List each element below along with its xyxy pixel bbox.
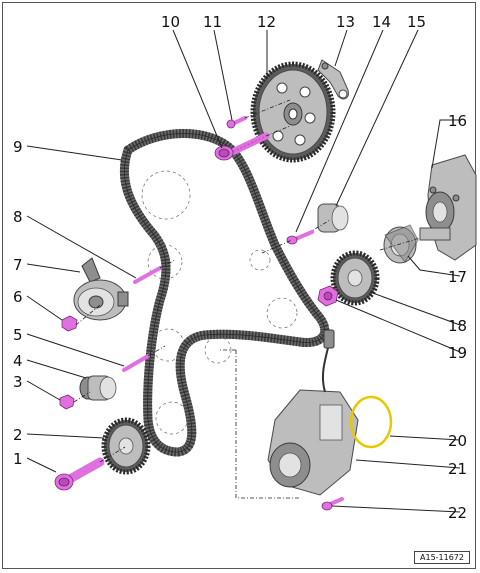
callout-11: 11 bbox=[203, 13, 222, 31]
callout-14: 14 bbox=[372, 13, 391, 31]
sprocket-nut bbox=[317, 285, 339, 307]
callout-9: 9 bbox=[13, 138, 23, 156]
callout-21: 21 bbox=[448, 460, 467, 478]
callout-20: 20 bbox=[448, 432, 467, 450]
callout-8: 8 bbox=[13, 208, 23, 226]
callout-3: 3 bbox=[13, 373, 23, 391]
camshaft-sprocket-bolt bbox=[214, 132, 270, 161]
crankshaft-bolt bbox=[54, 457, 105, 491]
pump-bolt bbox=[321, 497, 344, 511]
callout-12: 12 bbox=[257, 13, 276, 31]
idler-roller bbox=[317, 203, 349, 233]
callout-1: 1 bbox=[13, 450, 23, 468]
leader-lines bbox=[26, 29, 461, 513]
callout-13: 13 bbox=[336, 13, 355, 31]
callout-2: 2 bbox=[13, 426, 23, 444]
belt-pulley-guides bbox=[141, 170, 298, 435]
callout-5: 5 bbox=[13, 326, 23, 344]
o-ring-seal bbox=[349, 395, 393, 449]
tensioner-nut bbox=[61, 315, 78, 332]
stud-8 bbox=[133, 266, 162, 284]
callout-16: 16 bbox=[448, 112, 467, 130]
high-pressure-pump bbox=[419, 154, 477, 261]
callout-numbers: 1 2 3 4 5 6 7 8 9 10 11 12 13 14 15 16 1… bbox=[13, 13, 467, 522]
guide-roller-4 bbox=[79, 375, 117, 401]
callout-22: 22 bbox=[448, 504, 467, 522]
timing-belt bbox=[120, 129, 330, 457]
camshaft-sprocket bbox=[250, 61, 336, 163]
callout-4: 4 bbox=[13, 352, 23, 370]
small-bolt-11 bbox=[226, 116, 247, 129]
stud-5 bbox=[122, 354, 150, 372]
belt-tensioner bbox=[73, 257, 129, 321]
idler-bolt bbox=[286, 230, 314, 245]
crankshaft-sprocket bbox=[101, 417, 151, 475]
hall-sender-clip bbox=[317, 59, 349, 100]
roller-nut bbox=[59, 394, 75, 410]
callout-15: 15 bbox=[407, 13, 426, 31]
callout-18: 18 bbox=[448, 317, 467, 335]
drive-sprocket-18 bbox=[330, 250, 380, 306]
callout-19: 19 bbox=[448, 344, 467, 362]
callout-10: 10 bbox=[161, 13, 180, 31]
callout-6: 6 bbox=[13, 288, 23, 306]
figure-id-label: A15-11672 bbox=[414, 551, 470, 564]
callout-7: 7 bbox=[13, 256, 23, 274]
idler-pulley-17 bbox=[383, 224, 419, 264]
callout-17: 17 bbox=[448, 268, 467, 286]
coolant-pump bbox=[267, 329, 359, 496]
